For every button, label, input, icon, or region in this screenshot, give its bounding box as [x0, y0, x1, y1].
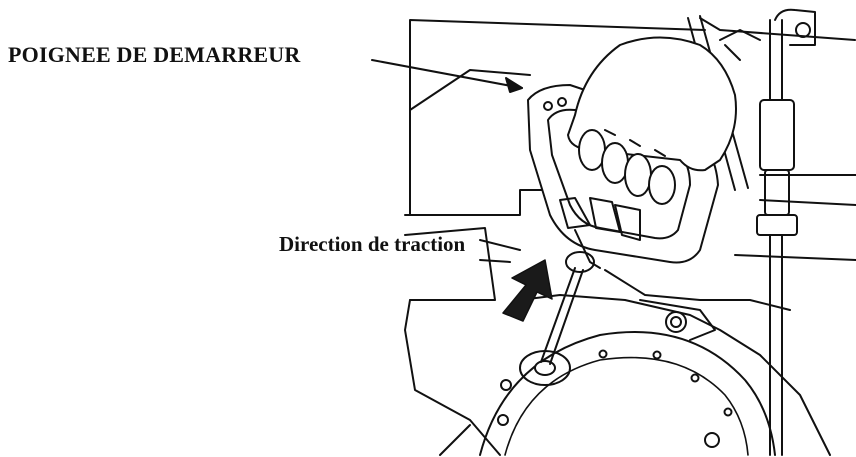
leader-arrow-icon [371, 59, 523, 93]
starter-handle-label: POIGNEE DE DEMARREUR [8, 42, 301, 67]
bracket-bolt [639, 299, 716, 341]
pull-direction-label: Direction de traction [279, 232, 466, 256]
flywheel-cover [479, 331, 776, 456]
arrow-up-right-icon [502, 259, 553, 322]
rope-guide [519, 267, 584, 386]
engine-housing [404, 17, 856, 456]
hand-drawing [567, 36, 737, 205]
